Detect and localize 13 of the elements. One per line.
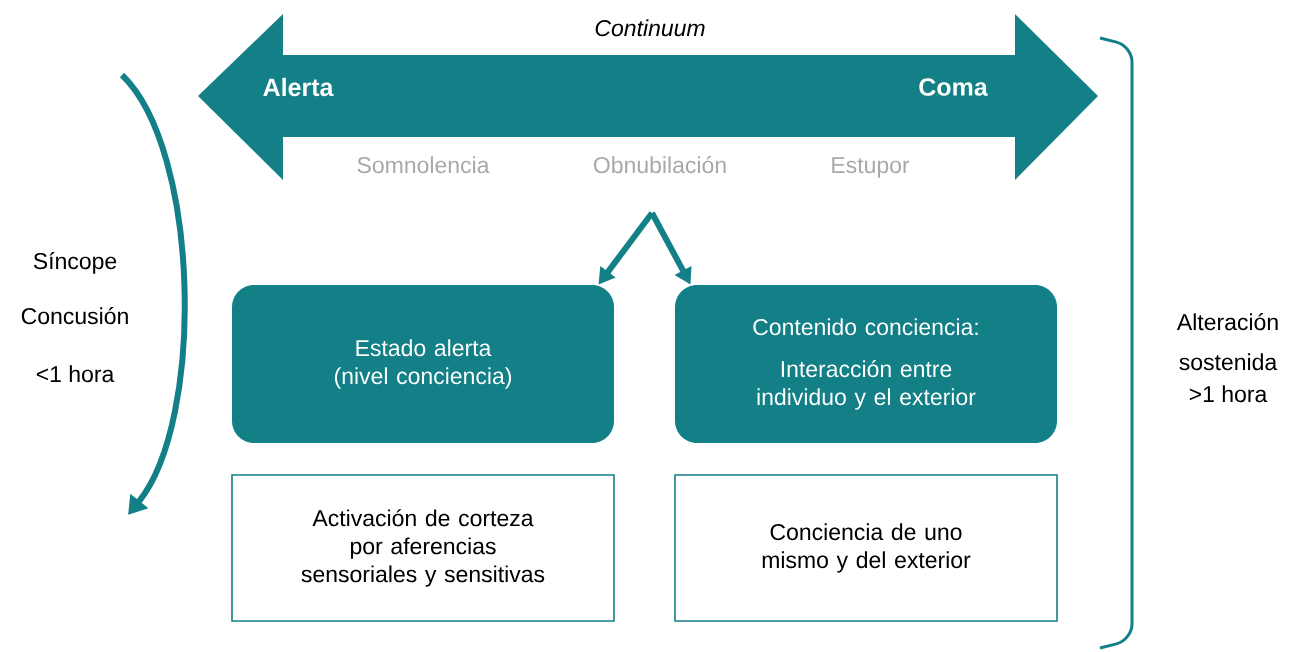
description-box: Activación de corteza por aferencias sensoriales y sensitivas (231, 474, 615, 622)
state-label: Estupor (832, 157, 910, 178)
side-label: Alteración sostenida (1176, 313, 1278, 371)
side-label: >1 hora (1189, 385, 1268, 403)
process-box: Contenido conciencia: Interacción entre individuo y el exterior (675, 285, 1057, 443)
side-label: Síncope (33, 252, 117, 274)
side-label: Concusión (21, 307, 128, 325)
state-label: Somnolencia (357, 156, 490, 174)
scale-label: Continuum (595, 19, 705, 37)
process-box: Estado alerta (nivel conciencia) (232, 285, 614, 443)
state-label: Obnubilación (594, 156, 726, 174)
description-box: Conciencia de uno mismo y del exterior (674, 474, 1058, 622)
side-label: <1 hora (36, 365, 115, 383)
